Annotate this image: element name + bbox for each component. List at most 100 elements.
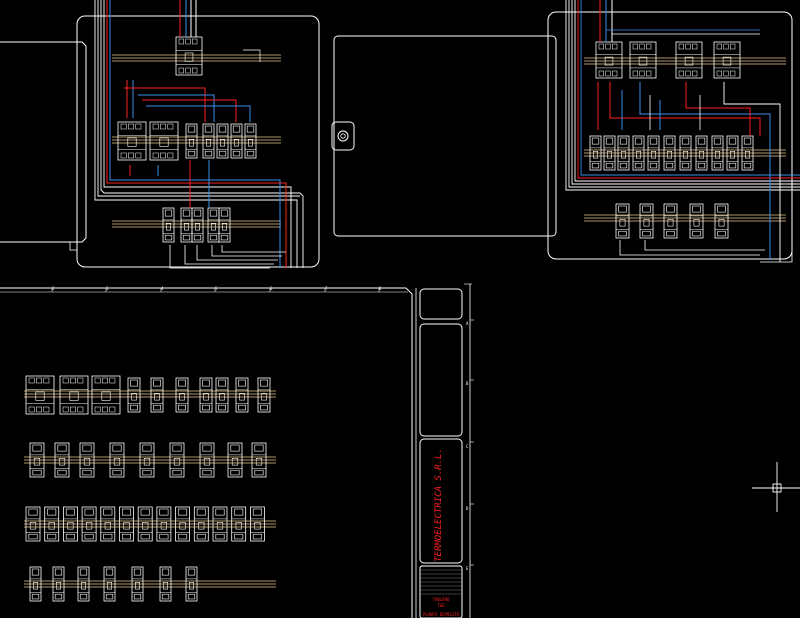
breaker-right-r3-0: [615, 203, 630, 239]
breaker-left-r2-4: [244, 123, 257, 159]
breaker-right-r2-6: [679, 135, 692, 171]
layout-r3-breaker-9: [193, 506, 209, 542]
layout-r4-breaker-3: [103, 566, 116, 602]
layout-r1-breaker-4: [215, 377, 229, 413]
layout-r4-breaker-2: [77, 566, 90, 602]
layout-sheet-frame: [0, 283, 474, 618]
column-label-6: 6: [270, 286, 273, 291]
enclosure-left-outline: [76, 15, 320, 268]
diff-breaker-left-1: [117, 121, 147, 161]
breaker-right-r3-1: [639, 203, 654, 239]
layout-r3-breaker-7: [156, 506, 172, 542]
layout-r4-breaker-4: [131, 566, 144, 602]
main-breaker-right-2: [675, 41, 703, 79]
layout-r2-breaker-0: [29, 442, 45, 478]
layout-r2-breaker-2: [79, 442, 95, 478]
column-label-8: 8: [379, 286, 382, 291]
breaker-left-r3-4: [218, 207, 231, 243]
enclosure-right-wiring: [547, 0, 800, 263]
enclosure-door: [331, 35, 557, 237]
title-cell-4: [419, 565, 463, 618]
breaker-right-r2-7: [695, 135, 708, 171]
row-label-a: A: [466, 321, 469, 326]
breaker-left-r3-3: [207, 207, 220, 243]
column-label-4: 4: [161, 286, 164, 291]
layout-r2-breaker-5: [169, 442, 185, 478]
layout-r1-breaker-0: [127, 377, 141, 413]
breaker-right-r3-2: [663, 203, 678, 239]
breaker-right-r2-2: [617, 135, 630, 171]
door-outline: [333, 35, 557, 237]
layout-r3-breaker-8: [175, 506, 191, 542]
layout-r3-breaker-2: [63, 506, 78, 542]
title-block: TERMOELECTRICA S.R.L. TABLERO TGE PLANTA…: [423, 448, 460, 617]
breaker-right-r2-4: [647, 135, 660, 171]
column-label-3: 3: [106, 286, 109, 291]
title-block-line-1: TABLERO: [433, 597, 450, 602]
title-block-line-3: PLANTA DEPOSITO: [423, 612, 460, 617]
layout-r2-breaker-4: [139, 442, 155, 478]
layout-r4-breaker-6: [185, 566, 198, 602]
layout-r1-breaker-2: [175, 377, 189, 413]
breaker-left-r2-3: [230, 123, 243, 159]
main-breaker-right-3: [713, 41, 741, 79]
breaker-rows-layout: [24, 375, 276, 602]
layout-r4-breaker-5: [159, 566, 172, 602]
layout-r2-breaker-6: [199, 442, 215, 478]
breaker-right-r2-5: [663, 135, 676, 171]
layout-r3-breaker-6: [137, 506, 153, 542]
layout-r1-breaker-3: [199, 377, 213, 413]
layout-r3-breaker-0: [25, 506, 41, 542]
breaker-right-r2-0: [589, 135, 602, 171]
layout-r3-breaker-11: [231, 506, 247, 542]
layout-r1-breaker-5: [235, 377, 249, 413]
layout-r3-breaker-3: [81, 506, 97, 542]
row-label-e: E: [466, 566, 469, 571]
column-label-7: 7: [325, 286, 328, 291]
breaker-left-r3-2: [191, 207, 204, 243]
layout-r1-breaker-6: [257, 377, 271, 413]
row-label-d: D: [466, 506, 469, 511]
layout-r3-breaker-1: [44, 506, 60, 542]
layout-r2-breaker-7: [227, 442, 243, 478]
breaker-left-r3-0: [162, 207, 175, 243]
title-cell-2: [419, 323, 463, 437]
breaker-left-r2-2: [216, 123, 229, 159]
layout-diff-breaker-2: [91, 375, 121, 415]
main-breaker-left: [175, 36, 203, 76]
layout-r2-breaker-8: [251, 442, 267, 478]
layout-diff-breaker-1: [59, 375, 89, 415]
breaker-right-r2-8: [711, 135, 724, 171]
title-cell-3: [419, 438, 463, 564]
column-label-5: 5: [215, 286, 218, 291]
layout-r4-breaker-1: [52, 566, 65, 602]
enclosure-right-outline: [547, 11, 793, 260]
layout-r1-breaker-1: [150, 377, 164, 413]
breaker-right-r2-1: [603, 135, 616, 171]
column-label-2: 2: [52, 286, 55, 291]
breaker-right-r3-3: [689, 203, 704, 239]
diff-breaker-left-2: [149, 121, 179, 161]
layout-r3-breaker-10: [212, 506, 228, 542]
main-breaker-right-0: [595, 41, 623, 79]
breaker-right-r3-4: [714, 203, 729, 239]
layout-r2-breaker-3: [109, 442, 125, 478]
breaker-left-r3-1: [180, 207, 193, 243]
breaker-right-r2-3: [632, 135, 645, 171]
breaker-right-r2-10: [741, 135, 754, 171]
layout-r2-breaker-1: [54, 442, 70, 478]
layout-r3-breaker-12: [249, 506, 265, 542]
title-block-company: TERMOELECTRICA S.R.L.: [434, 448, 444, 562]
layout-r3-breaker-5: [119, 506, 134, 542]
lock-icon: [337, 130, 349, 142]
main-breaker-right-1: [629, 41, 657, 79]
door-lock-housing: [331, 121, 355, 151]
row-label-c: C: [466, 444, 469, 449]
layout-r3-breaker-4: [100, 506, 116, 542]
enclosure-left-wiring: [0, 0, 320, 269]
crosshair-cursor-icon: [752, 462, 800, 512]
breaker-left-r2-0: [185, 123, 198, 159]
row-label-b: B: [466, 381, 469, 386]
breaker-right-r2-9: [726, 135, 739, 171]
